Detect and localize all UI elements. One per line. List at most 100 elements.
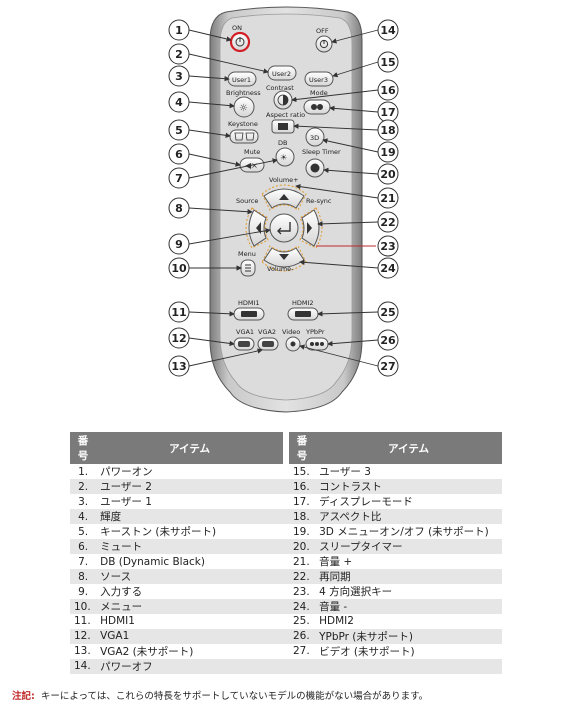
leader-lines [188, 29, 379, 367]
callout-circle [377, 301, 399, 323]
row-item-right: コントラスト [315, 479, 502, 494]
callout-number: 2 [175, 48, 183, 61]
power-icon [235, 37, 245, 47]
label-sleep: Sleep Timer [302, 148, 341, 156]
callout-number: 21 [380, 192, 395, 205]
dashed-highlight-left [245, 207, 269, 249]
callout-number: 27 [380, 360, 395, 373]
callout-circle [377, 119, 399, 141]
callout-number: 26 [380, 334, 396, 347]
callout-number: 16 [380, 84, 396, 97]
callout-circle [168, 43, 190, 65]
ypbpr-icon [310, 342, 324, 346]
row-num-left: 9. [78, 585, 89, 598]
row-item-right: ビデオ (未サポート) [319, 645, 415, 658]
row-item-right: スリープタイマー [315, 539, 502, 554]
3d-button[interactable] [305, 127, 325, 147]
row-item-left: 輝度 [96, 509, 283, 524]
header-item-right: アイテム [315, 432, 502, 464]
row-item-right: ディスプレーモード [319, 496, 413, 508]
row-item-left: VGA2 (未サポート) [100, 645, 194, 658]
table-row: 5.キーストン (未サポート)19.3D メニューオン/オフ (未サポート) [70, 524, 502, 539]
row-num-right: 19. [292, 525, 310, 538]
row-num-left: 8. [70, 569, 97, 584]
user3-label: User3 [309, 76, 328, 84]
callout-number: 6 [175, 148, 183, 161]
callout-number: 10 [171, 262, 187, 275]
row-spacer [282, 479, 289, 494]
db-button[interactable] [275, 147, 295, 167]
up-arrow-icon [279, 194, 289, 200]
row-num-right: 18. [288, 509, 316, 524]
row-item-right: 4 方向選択キー [319, 586, 393, 598]
row-item-left: 入力する [100, 586, 143, 598]
table-row: 9. 入力する 23. 4 方向選択キー [70, 584, 502, 599]
callout-number: 25 [380, 306, 395, 319]
row-spacer [282, 554, 289, 569]
enter-button[interactable] [269, 213, 299, 243]
label-aspect: Aspect ratio [266, 111, 305, 119]
label-keystone: Keystone [228, 120, 258, 128]
row-num-right: 25. [292, 615, 310, 628]
row-num-right: 16. [288, 479, 316, 494]
user2-label: User2 [272, 70, 291, 78]
hdmi-icon-2 [295, 311, 311, 317]
label-volume-down: Volume- [267, 265, 294, 273]
vga-icon-2 [262, 341, 274, 347]
row-spacer [282, 614, 289, 629]
row-item-left: ミュート [96, 539, 283, 554]
dashed-highlight-right [299, 207, 323, 249]
callout-circle [168, 19, 190, 41]
callout-circle [168, 301, 190, 323]
callout-circle [377, 329, 399, 351]
row-item-left: ユーザー 1 [100, 496, 152, 508]
row-item-right: HDMI2 [319, 615, 354, 628]
row-item-left: メニュー [96, 599, 283, 614]
row-num-right: 23. [292, 585, 310, 598]
row-num-right: 21. [292, 555, 310, 568]
row-num-right: 17. [292, 495, 310, 508]
power-off-icon [319, 39, 329, 49]
row-num-right: 26. [288, 628, 316, 644]
label-mute: Mute [244, 148, 260, 156]
user3-button[interactable] [304, 71, 334, 87]
label-brightness: Brightness [226, 89, 261, 97]
callout-circle [377, 355, 399, 377]
row-spacer [282, 643, 289, 659]
callout-circle [168, 327, 190, 349]
label-vga2: VGA2 [258, 328, 276, 336]
row-num-left: 5. [78, 525, 89, 538]
contrast-icon [283, 95, 288, 105]
row-num-left: 1. [78, 465, 89, 478]
row-spacer [282, 524, 289, 539]
row-num-left: 4. [70, 509, 97, 524]
callout-number: 11 [171, 306, 186, 319]
callout-circle [168, 257, 190, 279]
aspect-icon [278, 123, 288, 130]
dashed-highlight-up [261, 184, 307, 211]
row-item-left: HDMI1 [100, 615, 135, 628]
row-item-right [315, 658, 502, 674]
row-num-left: 14. [70, 658, 97, 674]
row-item-right: アスペクト比 [315, 509, 502, 524]
row-num-right [288, 658, 316, 674]
row-num-right: 24. [288, 599, 316, 614]
hdmi-icon [241, 311, 257, 317]
row-num-right: 15. [292, 465, 310, 478]
row-spacer [282, 628, 289, 644]
table-row: 13.VGA2 (未サポート)27.ビデオ (未サポート) [70, 643, 502, 659]
callout-circle [168, 197, 190, 219]
row-item-right: 音量 - [315, 599, 502, 614]
header-spacer [282, 432, 289, 464]
callout-number: 12 [171, 332, 186, 345]
3d-label: 3D [310, 134, 319, 142]
footnote: 注記:キーによっては、これらの特長をサポートしていないモデルの機能がない場合があ… [12, 688, 428, 702]
table-row: 14.パワーオフ [70, 658, 502, 674]
